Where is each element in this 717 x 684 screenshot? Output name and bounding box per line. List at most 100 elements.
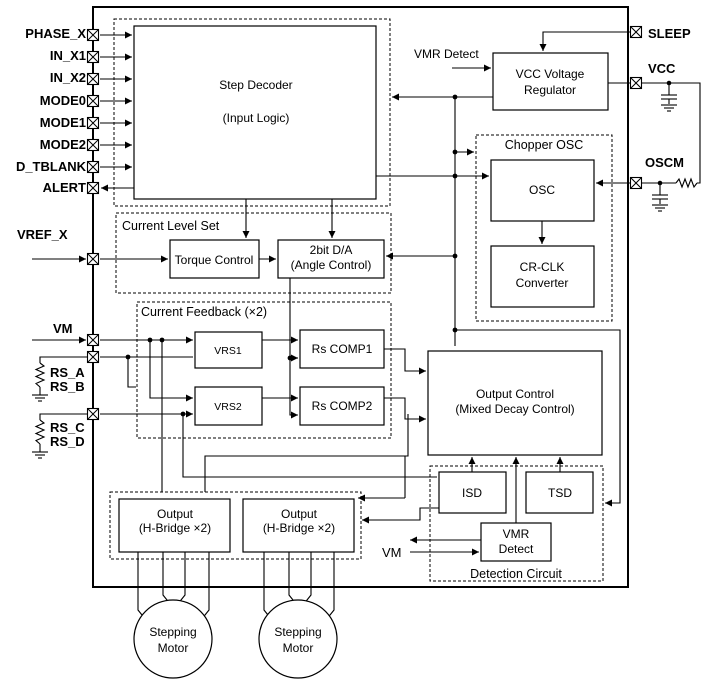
- comp2-to-output-control-wire: [384, 397, 426, 423]
- crclk-subtitle: Converter: [516, 276, 569, 290]
- chopper-osc-frame: [475, 134, 613, 322]
- chip-outline: [92, 6, 629, 588]
- junction-dot: [159, 337, 165, 343]
- output-control-title: Output Control: [476, 387, 554, 401]
- stepping-motor-1-title: Stepping: [149, 625, 196, 639]
- vm-to-vrs2-wire: [149, 340, 193, 402]
- pin-rs-cd: [86, 407, 100, 421]
- pin-sleep: [629, 25, 643, 39]
- isd-label: ISD: [462, 486, 482, 500]
- crclk-title: CR-CLK: [520, 260, 565, 274]
- pin-terminals: [86, 25, 643, 421]
- motor2-wire-2: [288, 552, 298, 606]
- pin-in-x2: [86, 72, 100, 86]
- output-bridge-1: [118, 498, 231, 553]
- pin-vcc: [629, 76, 643, 90]
- stepping-motor-2-subtitle: Motor: [283, 641, 314, 655]
- pin-vref-x: [86, 252, 100, 266]
- crclk-converter-block: [490, 245, 595, 308]
- pin-d-tblank: [86, 160, 100, 174]
- da-converter-subtitle: (Angle Control): [291, 258, 372, 272]
- junction-dot: [287, 355, 293, 361]
- torque-control-label: Torque Control: [175, 253, 254, 267]
- junction-dot: [452, 94, 458, 100]
- junction-dot: [180, 411, 186, 417]
- junction-dot: [147, 337, 153, 343]
- vm-detect-label: VM: [382, 545, 402, 560]
- bridge-to-output-control-wire: [204, 414, 409, 492]
- sense-resistors: [32, 356, 87, 459]
- pin-mode1: [86, 116, 100, 130]
- stepping-motor-1-subtitle: Motor: [158, 641, 189, 655]
- stepping-motor-1: [133, 599, 213, 679]
- junction-dot: [452, 253, 458, 259]
- step-decoder-frame: [113, 18, 391, 207]
- rs-comp1-label: Rs COMP1: [312, 342, 373, 356]
- tsd-label: TSD: [548, 486, 572, 500]
- output-bridge-2: [242, 498, 355, 553]
- rs-comp2-block: [299, 386, 385, 426]
- step-decoder-block: [133, 25, 377, 200]
- da-ref-comp2-wire: [289, 278, 298, 419]
- pin-label-alert: ALERT: [43, 180, 86, 195]
- osc-label: OSC: [529, 183, 555, 197]
- output-bridge-1-subtitle: (H-Bridge ×2): [139, 521, 211, 535]
- pin-alert: [86, 181, 100, 195]
- pin-rs-ab: [86, 350, 100, 364]
- junction-dots: [125, 94, 458, 417]
- stepping-motor-2-title: Stepping: [274, 625, 321, 639]
- vrs1-block: [194, 331, 263, 369]
- vmr-detect-subtitle: Detect: [499, 542, 534, 556]
- pin-label-in-x1: IN_X1: [50, 48, 86, 63]
- isd-to-bridge-wire: [362, 507, 439, 524]
- pin-label-mode0: MODE0: [40, 93, 86, 108]
- motor2-wire-3: [302, 552, 312, 606]
- vcc-regulator-subtitle: Regulator: [524, 83, 576, 97]
- isd-block: [438, 471, 507, 514]
- motor1-wire-2: [162, 552, 172, 606]
- current-level-set-title: Current Level Set: [122, 219, 220, 233]
- osc-block: [490, 159, 595, 222]
- vrs1-label: VRS1: [214, 345, 242, 357]
- motor1-wire-3: [176, 552, 186, 606]
- pin-label-oscm: OSCM: [645, 155, 684, 170]
- junction-dot: [452, 149, 458, 155]
- junction-dot: [452, 327, 458, 333]
- comp1-to-output-control-wire: [384, 348, 426, 375]
- output-bridge-frame: [109, 491, 362, 560]
- detection-circuit-title: Detection Circuit: [470, 567, 562, 581]
- vrs2-block: [194, 386, 263, 426]
- pin-vm: [86, 333, 100, 347]
- pin-oscm: [629, 176, 643, 190]
- pin-label-vcc: VCC: [648, 61, 676, 76]
- rs-comp1-block: [299, 329, 385, 369]
- pin-label-rs-b: RS_B: [50, 379, 85, 394]
- da-converter-title: 2bit D/A: [310, 243, 353, 257]
- rs-cd-to-isd-wire: [182, 414, 437, 478]
- pin-label-in-x2: IN_X2: [50, 70, 86, 85]
- output-bridge-2-subtitle: (H-Bridge ×2): [263, 521, 335, 535]
- rs-ab-branch: [127, 357, 136, 388]
- da-converter-block: [277, 239, 385, 279]
- pin-mode2: [86, 138, 100, 152]
- step-decoder-subtitle: (Input Logic): [223, 111, 290, 125]
- output-bridge-1-title: Output: [157, 507, 194, 521]
- logic-input-pins: PHASE_X IN_X1 IN_X2 MODE0 MODE1 MODE2 D_…: [16, 26, 87, 195]
- pin-label-vm: VM: [53, 321, 73, 336]
- pin-phase-x: [86, 28, 100, 42]
- pin-label-rs-a: RS_A: [50, 365, 85, 380]
- pin-label-d-tblank: D_TBLANK: [16, 159, 87, 174]
- vcc-regulator-title: VCC Voltage: [516, 67, 585, 81]
- current-feedback-frame: [136, 301, 392, 439]
- junction-dot: [125, 354, 131, 360]
- external-components: [642, 80, 701, 212]
- pin-label-sleep: SLEEP: [648, 26, 691, 41]
- bus-to-detection-wire: [455, 329, 621, 507]
- pin-label-rs-c: RS_C: [50, 420, 85, 435]
- vmr-detect-label: VMR Detect: [414, 47, 479, 61]
- sleep-to-regulator-wire: [539, 31, 634, 51]
- step-decoder-title: Step Decoder: [219, 78, 292, 92]
- output-control-block: [427, 350, 603, 456]
- pin-label-mode2: MODE2: [40, 137, 86, 152]
